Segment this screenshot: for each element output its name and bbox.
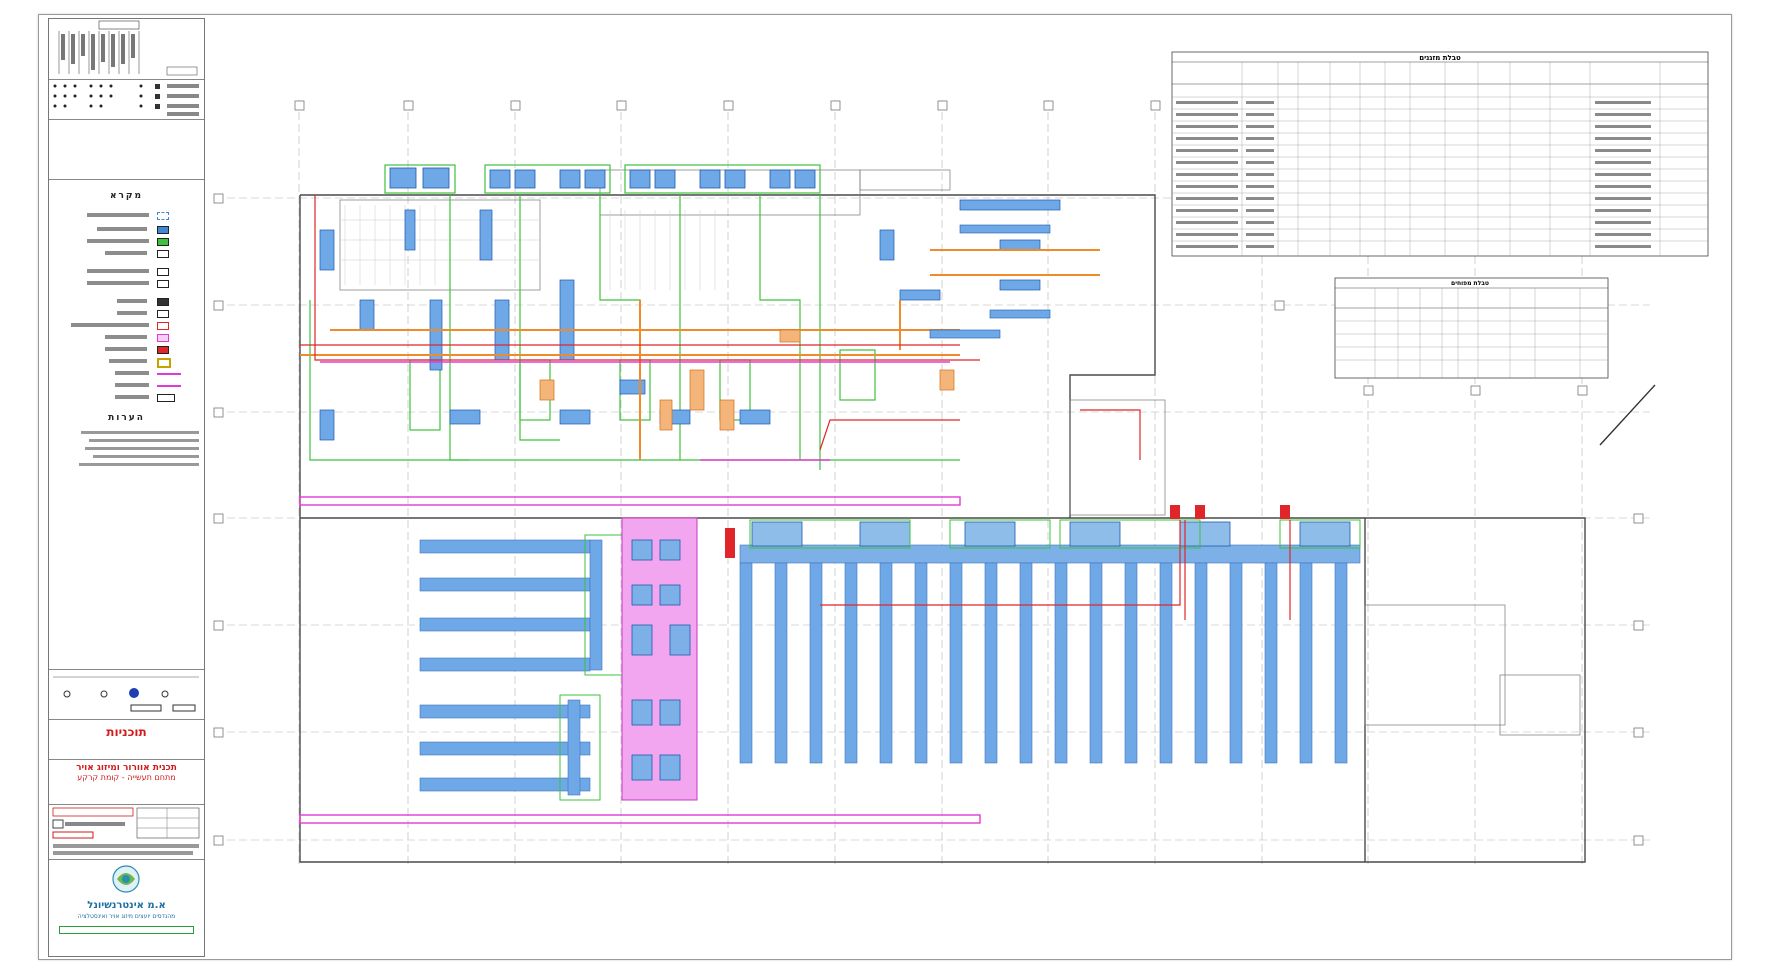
lower-left-ducts [299, 517, 981, 824]
legend-row [57, 212, 197, 220]
revision-grid [58, 20, 198, 76]
legend-row [57, 298, 197, 306]
firm-contact-bar [59, 926, 194, 934]
legend-row [57, 334, 197, 342]
lower-right-ducts [739, 505, 1361, 764]
schedule-title: טבלת מזגנים [1419, 54, 1461, 62]
legend-row [57, 280, 197, 288]
drawing-title-section: תוכניות [49, 719, 204, 760]
firm-logo [112, 865, 140, 893]
legend-row [57, 310, 197, 318]
drawing-details-section [49, 804, 204, 860]
legend-row [57, 358, 197, 368]
project-name: תכנית אוורור ומיזוג אויר [76, 763, 177, 773]
north-arrow-section [49, 669, 204, 720]
legend-row [57, 238, 197, 246]
firm-name: א.מ אינטרנשיונל [87, 900, 166, 911]
project-name-section: תכנית אוורור ומיזוג אויר מתחם תעשייה - ק… [49, 759, 204, 805]
storage-racks [340, 205, 716, 290]
north-line [1599, 384, 1656, 446]
equipment-schedule-table: טבלת מזגנים [1171, 51, 1709, 257]
pink-zone [621, 517, 698, 801]
legend-row [57, 268, 197, 276]
legend-heading: מקרא [109, 191, 144, 201]
drawing-title: תוכניות [106, 725, 147, 739]
note-line [79, 463, 199, 466]
fan-schedule-table: טבלת מפוחים [1334, 277, 1609, 379]
legend-row [57, 346, 197, 354]
legend-row [57, 226, 197, 234]
revision-header [49, 19, 204, 80]
legend-section: מקרא הערות [49, 179, 204, 469]
note-line [85, 447, 199, 450]
firm-section: א.מ אינטרנשיונל מהנדסים יועצים מיזוג אוי… [49, 859, 204, 956]
grid-markers [213, 100, 1644, 846]
legend-row [57, 371, 197, 377]
blank-area [49, 619, 204, 670]
title-block: מקרא הערות תוכנ [48, 18, 205, 957]
blank-revision-area [49, 119, 204, 180]
note-line [93, 455, 199, 458]
fan-schedule-title: טבלת מפוחים [1451, 280, 1489, 287]
note-line [81, 431, 199, 434]
scale-symbols [53, 676, 199, 712]
revision-rows [53, 84, 199, 116]
firm-subtitle: מהנדסים יועצים מיזוג אויר ואינסטלציה [77, 913, 176, 920]
project-name-line2: מתחם תעשייה - קומת קרקע [77, 773, 176, 782]
legend-row [57, 250, 197, 258]
legend-row [57, 383, 197, 389]
revision-table [49, 79, 204, 120]
note-line [89, 439, 199, 442]
notes-heading: הערות [108, 413, 145, 423]
upper-hvac-ducts [299, 164, 1141, 506]
drawing-details [52, 807, 200, 855]
legend-row [57, 394, 197, 402]
legend-row [57, 322, 197, 330]
